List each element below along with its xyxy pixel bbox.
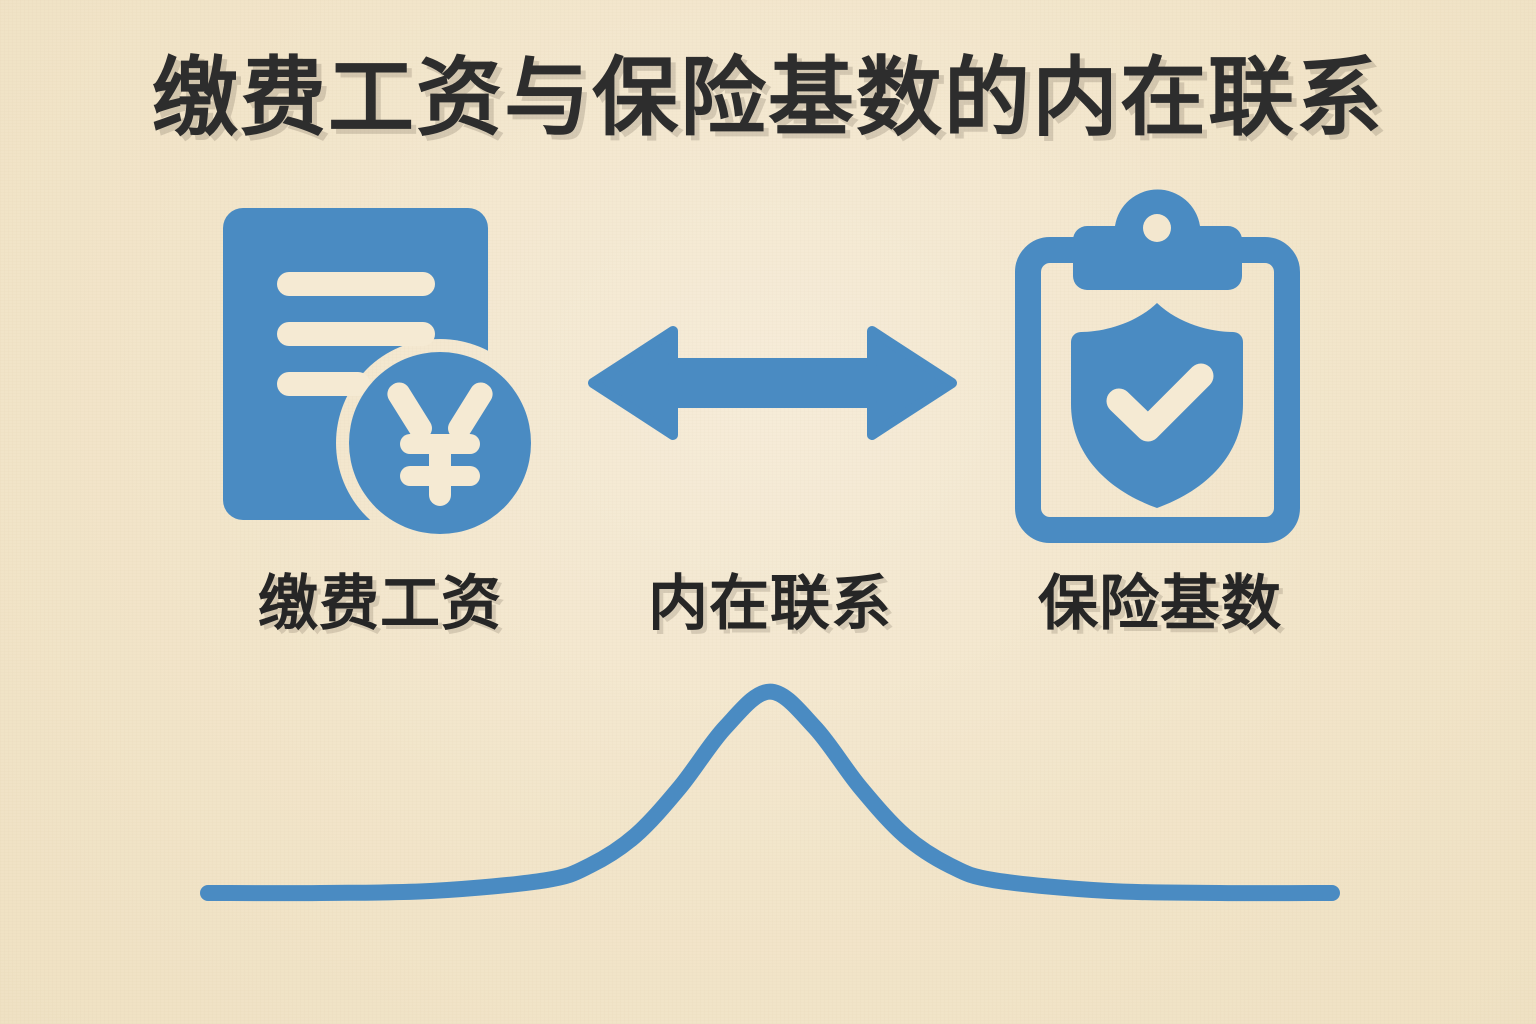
- clipboard-clip: [1073, 189, 1242, 290]
- shield-check-icon: [1071, 303, 1243, 508]
- clipboard-with-shield-check-icon: [1015, 189, 1300, 543]
- document-icon-svg: [223, 208, 531, 534]
- document-line-1: [277, 272, 435, 296]
- clipboard-icon-svg: [1015, 189, 1300, 543]
- bell-curve-svg: [200, 683, 1340, 902]
- caption-inner-relation: 内在联系: [648, 570, 892, 637]
- document-line-2: [277, 322, 435, 346]
- caption-insurance-base: 保险基数: [1038, 570, 1282, 637]
- document-with-yen-coin-icon: [215, 198, 545, 538]
- clipboard-clip-hole: [1143, 214, 1171, 242]
- bell-curve-line: [200, 683, 1340, 902]
- check-mark-icon: [1106, 363, 1214, 442]
- bell-curve-chart: [0, 640, 1536, 940]
- document-line-3: [277, 372, 370, 396]
- arrow-shape: [588, 326, 957, 440]
- yen-symbol-icon: [387, 382, 493, 506]
- arrow-icon-svg: [588, 326, 957, 440]
- page-title: 缴费工资与保险基数的内在联系: [152, 50, 1384, 146]
- double-headed-arrow-icon: [585, 318, 960, 448]
- caption-contribution-wage: 缴费工资: [258, 570, 502, 637]
